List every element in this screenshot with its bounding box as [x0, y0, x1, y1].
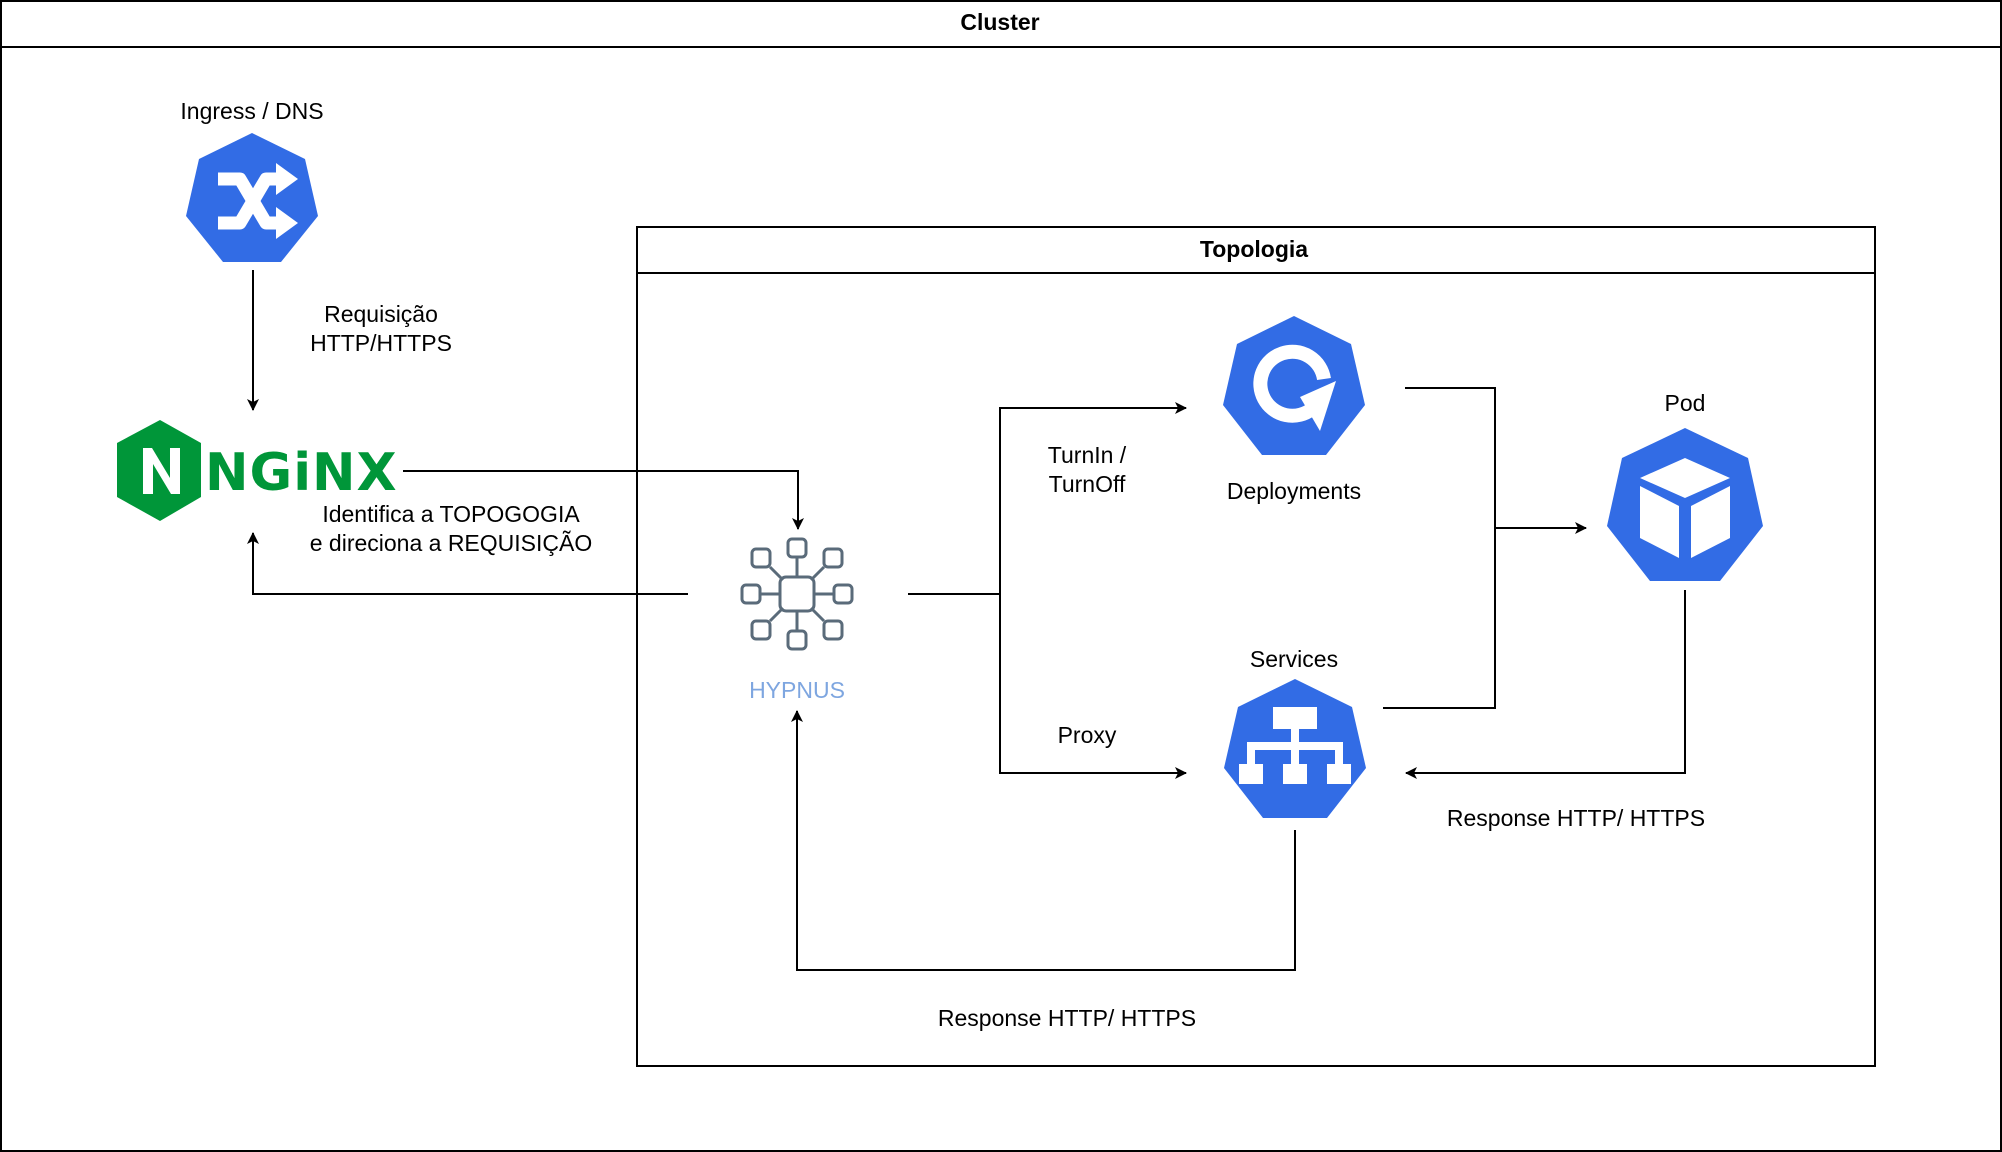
response-pod-label: Response HTTP/ HTTPS — [1446, 805, 1706, 831]
svg-text:NGiNX: NGiNX — [205, 443, 398, 503]
topology-title: Topologia — [1199, 236, 1309, 262]
service-icon[interactable] — [1224, 679, 1366, 818]
deployment-icon[interactable] — [1223, 316, 1365, 455]
topology-container — [636, 226, 1876, 1067]
cluster-title: Cluster — [960, 9, 1040, 35]
edge-hypnus-to-services — [999, 594, 1187, 779]
ingress-label: Ingress / DNS — [180, 98, 324, 124]
pod-label: Pod — [1664, 390, 1706, 416]
edge-services-to-hypnus — [791, 710, 1296, 971]
ingress-icon[interactable] — [186, 133, 318, 262]
services-label: Services — [1249, 646, 1339, 672]
identify-label: Identifica a TOPOGOGIA e direciona a REQ… — [309, 501, 593, 556]
edge-pod-to-services — [1405, 590, 1686, 779]
hub-network-icon[interactable] — [740, 537, 854, 651]
edge-deployments-to-pod — [1405, 387, 1587, 534]
hypnus-label: HYPNUS — [749, 677, 845, 703]
edge-nginx-to-hypnus — [403, 470, 804, 530]
response-services-label: Response HTTP/ HTTPS — [937, 1005, 1197, 1031]
deployments-label: Deployments — [1226, 478, 1362, 504]
edge-hypnus-to-deployments — [999, 402, 1187, 594]
turn-label: TurnIn / TurnOff — [1047, 442, 1127, 497]
edges — [247, 270, 1686, 971]
edge-hypnus-to-nginx — [247, 532, 688, 595]
proxy-label: Proxy — [1057, 722, 1117, 748]
nginx-logo[interactable]: NGiNX — [117, 420, 398, 521]
request-label: Requisição HTTP/HTTPS — [310, 301, 452, 356]
pod-icon[interactable] — [1607, 428, 1763, 581]
edge-services-to-pod — [1383, 528, 1496, 709]
